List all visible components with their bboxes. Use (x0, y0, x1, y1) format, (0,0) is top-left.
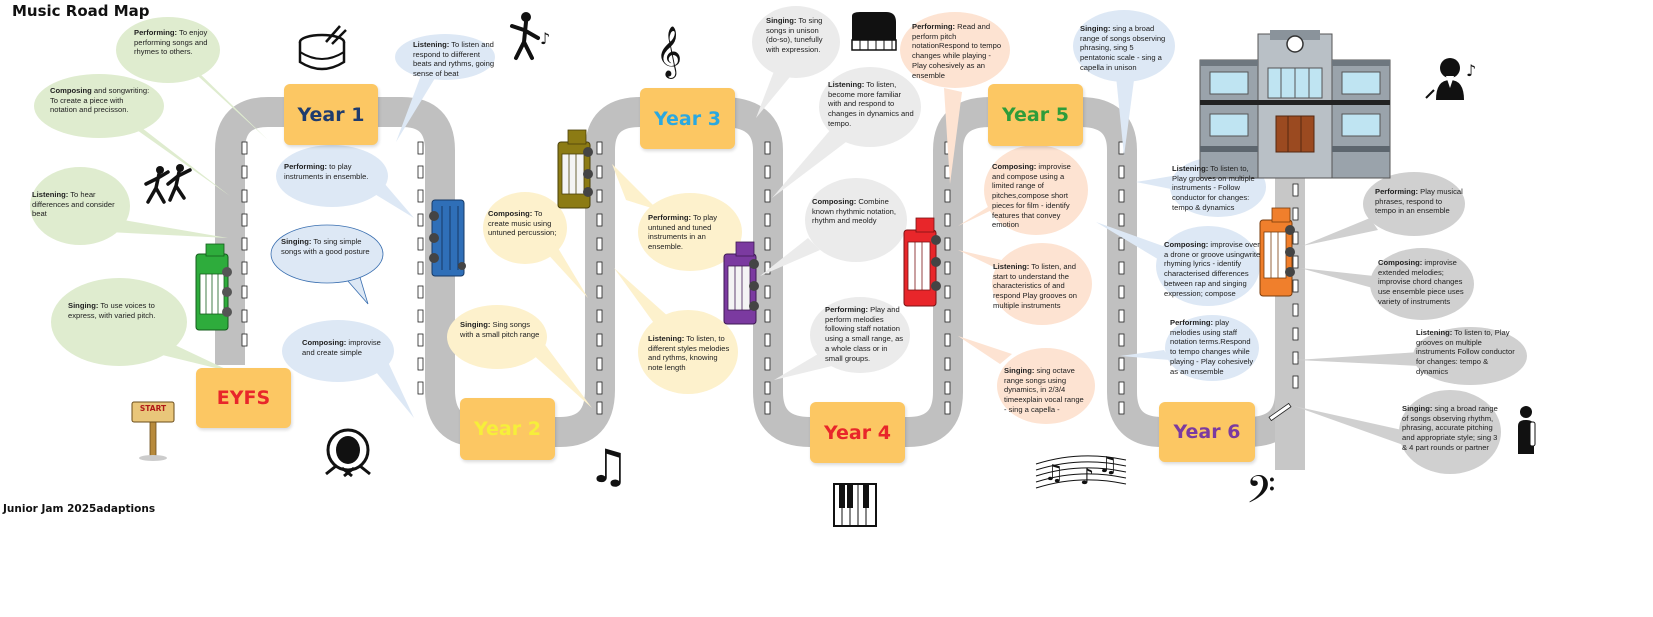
treble-clef-icon: 𝄞 (656, 26, 682, 79)
bass-drum-icon (325, 428, 371, 478)
bubble-year1-singing: Singing: To sing simple songs with a goo… (281, 237, 370, 256)
svg-text:♪: ♪ (1466, 61, 1476, 80)
bus-icon (429, 199, 466, 277)
bubble-year5-singing: Singing: sing octave range songs using d… (1004, 366, 1084, 414)
year-box-year-1: Year 1 (284, 84, 378, 145)
bubble-year1-performing: Performing: to play instruments in ensem… (284, 162, 369, 181)
bubble-eyfs-performing: Performing: To enjoy performing songs an… (134, 28, 208, 57)
svg-text:𝄢: 𝄢 (1246, 467, 1276, 521)
svg-text:♫: ♫ (1098, 453, 1118, 478)
dancer-icon: ♪ (510, 12, 550, 60)
bubble-year3-singing: Singing: To sing songs in unison (do-so)… (766, 16, 823, 55)
bubble-year5-listening: Listening: To listen, and start to under… (993, 262, 1078, 310)
bubble-year4-performing-notation: Performing: Read and perform pitch notat… (912, 22, 1002, 80)
lane-markings (241, 141, 1299, 422)
bubble-year4-listening: Listening: To listen, become more famili… (828, 80, 914, 128)
bass-clef-icon: 𝄢 (1246, 467, 1276, 521)
bubble-graduate-performing: Performing: Play musical phrases, respon… (1375, 187, 1463, 216)
drum-icon (298, 25, 347, 71)
start-sign-icon (131, 401, 175, 461)
bus-icon (557, 129, 593, 209)
page-title: Music Road Map (12, 2, 150, 20)
year-box-eyfs: EYFS (196, 368, 291, 428)
bubble-year1-composing: Composing: improvise and create simple (302, 338, 381, 357)
singer-icon (1518, 406, 1536, 454)
year-box-year-3: Year 3 (640, 88, 735, 149)
year-box-year-6: Year 6 (1159, 402, 1255, 462)
keyboard-icon (833, 483, 877, 527)
bubble-year2-singing: Singing: Sing songs with a small pitch r… (460, 320, 540, 339)
sheet-music-icon: ♫♪♫ (1035, 453, 1127, 490)
bubble-year6-composing: Composing: improvise over a drone or gro… (1164, 240, 1261, 298)
bubble-eyfs-listening: Listening: To hear differences and consi… (32, 190, 115, 219)
school-icon (1199, 30, 1391, 179)
bubble-year4-performing: Performing: Play and perform melodies fo… (825, 305, 904, 363)
bus-icon (723, 241, 759, 325)
start-sign-label: START (139, 404, 167, 413)
bubble-year3-performing: Performing: To play untuned and tuned in… (648, 213, 718, 252)
bubble-eyfs-composing: Composing and songwriting: To create a p… (50, 86, 150, 115)
bubble-eyfs-singing: Singing: To use voices to express, with … (68, 301, 156, 320)
bubble-year5-singing-broad: Singing: sing a broad range of songs obs… (1080, 24, 1166, 72)
bus-icon (195, 243, 232, 331)
svg-text:♫: ♫ (1044, 461, 1064, 486)
footer-note: Junior Jam 2025adaptions (3, 503, 156, 515)
svg-text:𝄞: 𝄞 (656, 26, 682, 79)
bubble-graduate-singing: Singing: sing a broad range of songs obs… (1402, 404, 1498, 452)
music-note-icon: ♫ (588, 439, 629, 493)
bubble-year4-composing: Composing: Combine known rhythmic notati… (812, 197, 896, 226)
svg-text:♪: ♪ (540, 29, 550, 48)
year-box-year-5: Year 5 (988, 84, 1083, 146)
speech-bubbles (30, 6, 1527, 474)
bus-icon (1259, 207, 1295, 297)
bubble-year1-listening: Listening: To listen and respond to diif… (413, 40, 495, 79)
conductor-icon: ♪ (1425, 58, 1476, 100)
svg-text:♫: ♫ (588, 439, 629, 493)
bubble-year6-performing: Performing: play melodies using staff no… (1170, 318, 1254, 376)
piano-icon (851, 12, 897, 51)
svg-text:♪: ♪ (1080, 465, 1094, 490)
dancers-icon (144, 164, 192, 204)
bubble-graduate-listening: Listening: To listen to, Play grooves on… (1416, 328, 1515, 376)
bubble-year5-composing: Composing: improvise and compose using a… (992, 162, 1071, 230)
bus-icon (903, 217, 941, 307)
bubble-year6-listening: Listening: To listen to, Play grooves on… (1172, 164, 1255, 212)
bubble-graduate-composing: Composing: improvise extended melodies; … (1378, 258, 1464, 306)
bubble-year3-listening: Listening: To listen, to different style… (648, 334, 730, 373)
bubble-year2-composing: Composing: To create music using untuned… (488, 209, 557, 238)
year-box-year-2: Year 2 (460, 398, 555, 460)
year-box-year-4: Year 4 (810, 402, 905, 463)
